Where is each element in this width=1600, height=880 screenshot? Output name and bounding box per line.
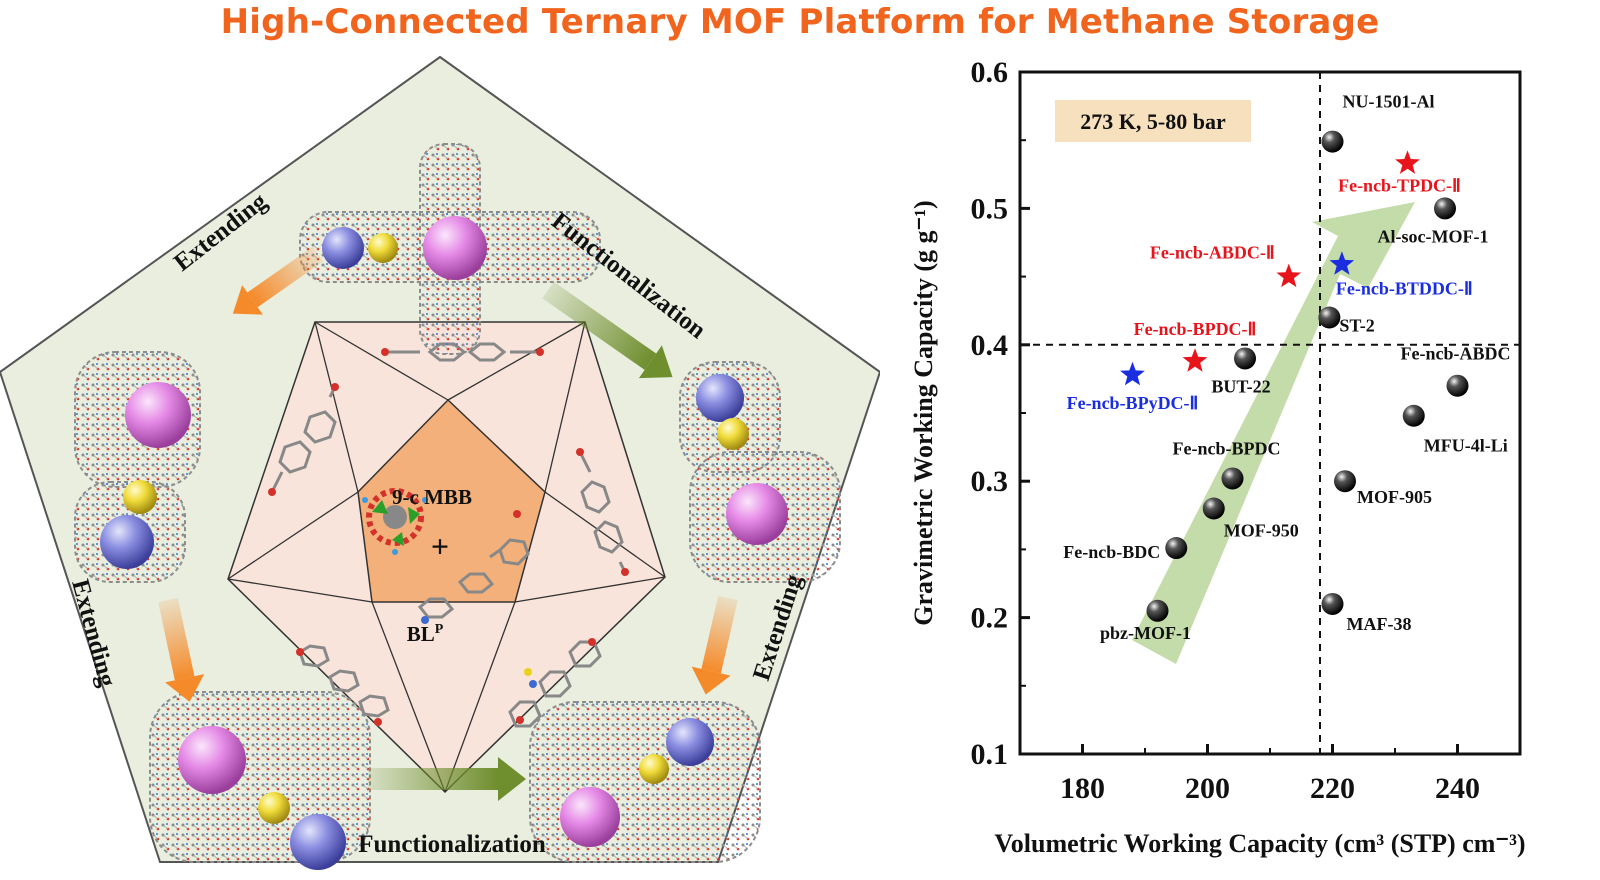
point-label: Al-soc-MOF-1: [1378, 226, 1489, 246]
point-sphere-13: [1202, 497, 1225, 520]
y-axis-title: Gravimetric Working Capacity (g g⁻¹): [909, 200, 938, 625]
point-sphere-16: [1146, 599, 1169, 622]
point-label: MFU-4l-Li: [1424, 436, 1508, 456]
extending-arrow-left: [158, 597, 205, 702]
point-label: Fe-ncb-BTDDC-Ⅱ: [1336, 278, 1473, 298]
mof-structure-left-top: [74, 351, 201, 583]
point-label: MOF-950: [1224, 520, 1299, 540]
x-axis-title: Volumetric Working Capacity (cm³ (STP) c…: [994, 829, 1525, 858]
y-tick-label: 0.2: [971, 602, 1009, 635]
point-label: MOF-905: [1357, 487, 1432, 507]
point-label: BUT-22: [1211, 376, 1270, 396]
linker-atom: [513, 510, 521, 518]
x-tick-label: 200: [1185, 772, 1230, 805]
point-label: Fe-ncb-ABDC-Ⅱ: [1150, 243, 1275, 263]
point-sphere-9: [1446, 374, 1469, 397]
trend-arrow-shape: [1132, 202, 1415, 664]
capacity-chart: 0.1 0.2 0.3 0.4 0.5 0.6 180 200 220 240 273 K, 5…: [909, 56, 1526, 858]
point-label: Fe-ncb-BPDC: [1173, 438, 1281, 458]
point-sphere-2: [1434, 197, 1456, 220]
trend-arrow: [1132, 202, 1415, 664]
mbb-label: 9-c MBB: [392, 485, 472, 509]
linker-atom: [421, 616, 429, 624]
point-star-1: [1395, 150, 1420, 174]
reference-lines: [1020, 72, 1520, 754]
label-functionalization-bottom: Functionalization: [358, 831, 546, 858]
point-label: NU-1501-Al: [1343, 92, 1435, 112]
point-label: Fe-ncb-TPDC-Ⅱ: [1338, 175, 1461, 195]
x-tick-label: 180: [1060, 772, 1105, 805]
point-sphere-7: [1234, 347, 1256, 370]
point-sphere-11: [1221, 467, 1244, 490]
point-sphere-0: [1321, 130, 1344, 153]
plus-sign: +: [431, 528, 449, 564]
point-star-8: [1120, 361, 1145, 386]
y-tick-label: 0.1: [971, 738, 1009, 771]
point-star-4: [1329, 251, 1355, 275]
point-star-6: [1182, 348, 1208, 372]
functionalization-arrow-top-right: [542, 281, 673, 379]
x-tick-label: 220: [1310, 772, 1355, 805]
extending-arrow-right: [691, 595, 738, 695]
y-tick-label: 0.6: [971, 56, 1009, 89]
x-axis: 180 200 220 240: [1019, 744, 1521, 805]
linker-blp-icon: [417, 538, 530, 619]
point-label: Fe-ncb-ABDC: [1401, 344, 1511, 364]
point-sphere-12: [1334, 470, 1356, 493]
point-label: Fe-ncb-BPyDC-Ⅱ: [1067, 393, 1199, 413]
point-sphere-14: [1165, 537, 1188, 560]
y-tick-label: 0.3: [971, 465, 1009, 498]
mof-schematic: 9-c MBB + BLP: [0, 55, 880, 870]
point-sphere-15: [1321, 592, 1344, 615]
point-sphere-5: [1318, 306, 1341, 329]
functionalization-arrow-bottom: [368, 757, 526, 801]
condition-box: [1055, 100, 1251, 142]
mof-structure-top: [299, 143, 601, 355]
extending-arrow-top-left: [232, 246, 324, 315]
linker-atoms: [268, 348, 629, 726]
condition-label: 273 K, 5-80 bar: [1080, 109, 1226, 134]
linker-label: BLP: [407, 622, 444, 646]
point-label: MAF-38: [1347, 614, 1412, 634]
point-label: ST-2: [1339, 316, 1374, 336]
x-tick-label: 240: [1435, 772, 1480, 805]
y-tick-label: 0.5: [971, 192, 1009, 225]
y-axis: 0.1 0.2 0.3 0.4 0.5 0.6: [971, 56, 1030, 771]
point-label: pbz-MOF-1: [1100, 623, 1191, 643]
polyhedron-edges: [227, 321, 666, 793]
point-star-3: [1276, 263, 1302, 288]
point-sphere-10: [1402, 404, 1425, 427]
point-label: Fe-ncb-BPDC-Ⅱ: [1134, 319, 1257, 339]
mof-structure-bottom-left: [149, 691, 371, 870]
figure-title: High-Connected Ternary MOF Platform for …: [220, 2, 1380, 42]
linker-sketches: [270, 342, 627, 728]
mof-structure-right-top: [679, 361, 841, 583]
y-tick-label: 0.4: [971, 329, 1009, 362]
mbb-cluster-icon: [362, 488, 428, 555]
point-label: Fe-ncb-BDC: [1063, 542, 1160, 562]
mof-structure-bottom-right: [529, 701, 761, 863]
